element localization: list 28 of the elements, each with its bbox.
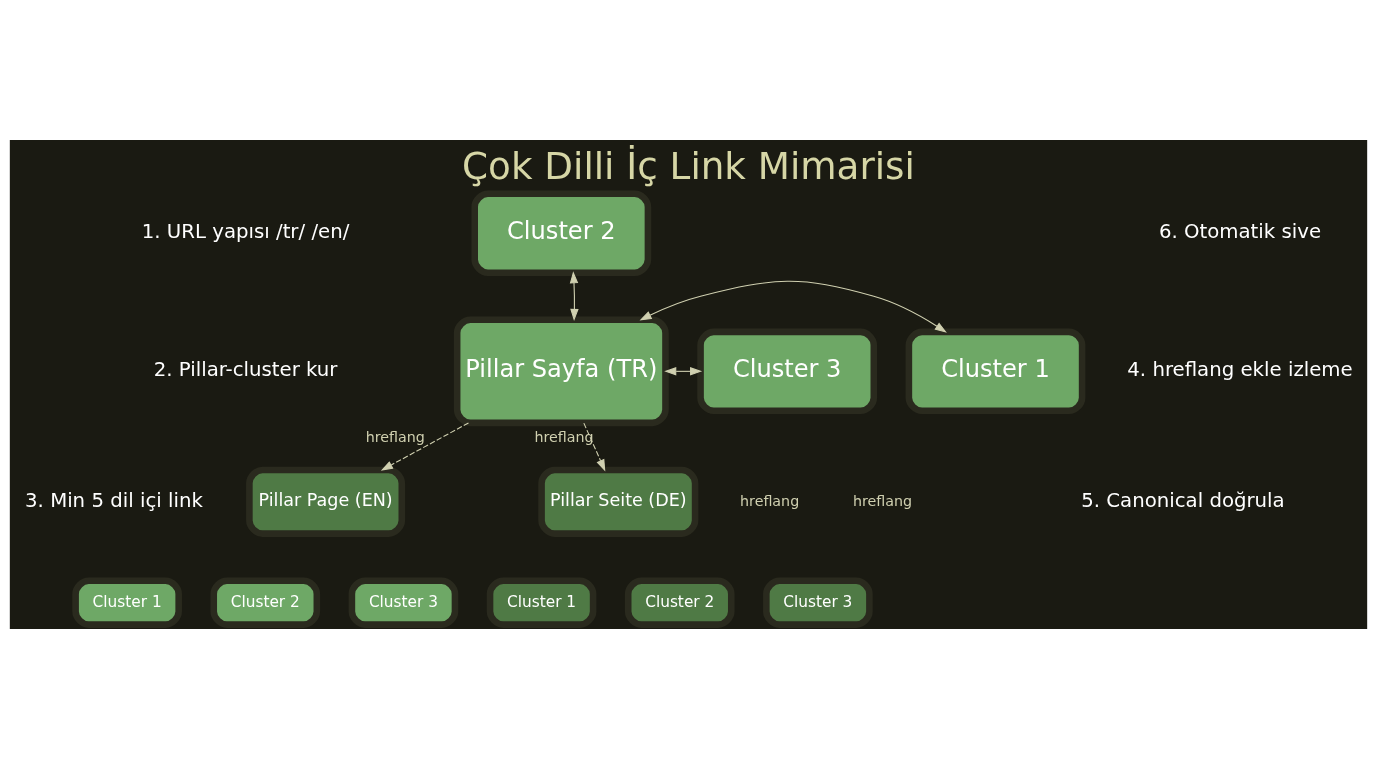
node-box: Cluster 1 (905, 328, 1085, 414)
edge-label: hreflang (365, 428, 425, 445)
diagram-title: Çok Dilli İç Link Mimarisi (461, 143, 915, 188)
label: 1. URL yapısı /tr/ /en/ (141, 219, 349, 243)
node-box: Cluster 2 (209, 576, 320, 628)
node-box: Pillar Page (EN) (245, 466, 405, 537)
node-box: Cluster 2 (624, 576, 735, 628)
node-box: Cluster 2 (470, 189, 651, 276)
arrow (569, 270, 579, 321)
node-box: Cluster 3 (762, 576, 873, 628)
label: 3. Min 5 dil içi link (24, 488, 203, 512)
label: hreflang (852, 492, 912, 509)
label: 2. Pillar-cluster kur (153, 357, 337, 381)
arrow (663, 366, 702, 376)
node-box: Cluster 3 (696, 328, 877, 414)
arrow (639, 280, 947, 333)
edge-label: hreflang (533, 428, 594, 445)
arrow (380, 421, 469, 471)
label: 6. Otomatik sive (1158, 219, 1321, 243)
label: 4. hreflang ekle izleme (1126, 357, 1353, 381)
node-box: Pillar Seite (DE) (537, 466, 698, 537)
node-box: Cluster 1 (71, 576, 182, 628)
arrow (582, 422, 605, 471)
label: hreflang (739, 492, 799, 509)
label: 5. Canonical doğrula (1080, 488, 1285, 512)
node-box: Pillar Sayfa (TR) (453, 316, 669, 426)
node-box: Cluster 1 (486, 576, 596, 628)
node-box: Cluster 3 (348, 576, 458, 628)
